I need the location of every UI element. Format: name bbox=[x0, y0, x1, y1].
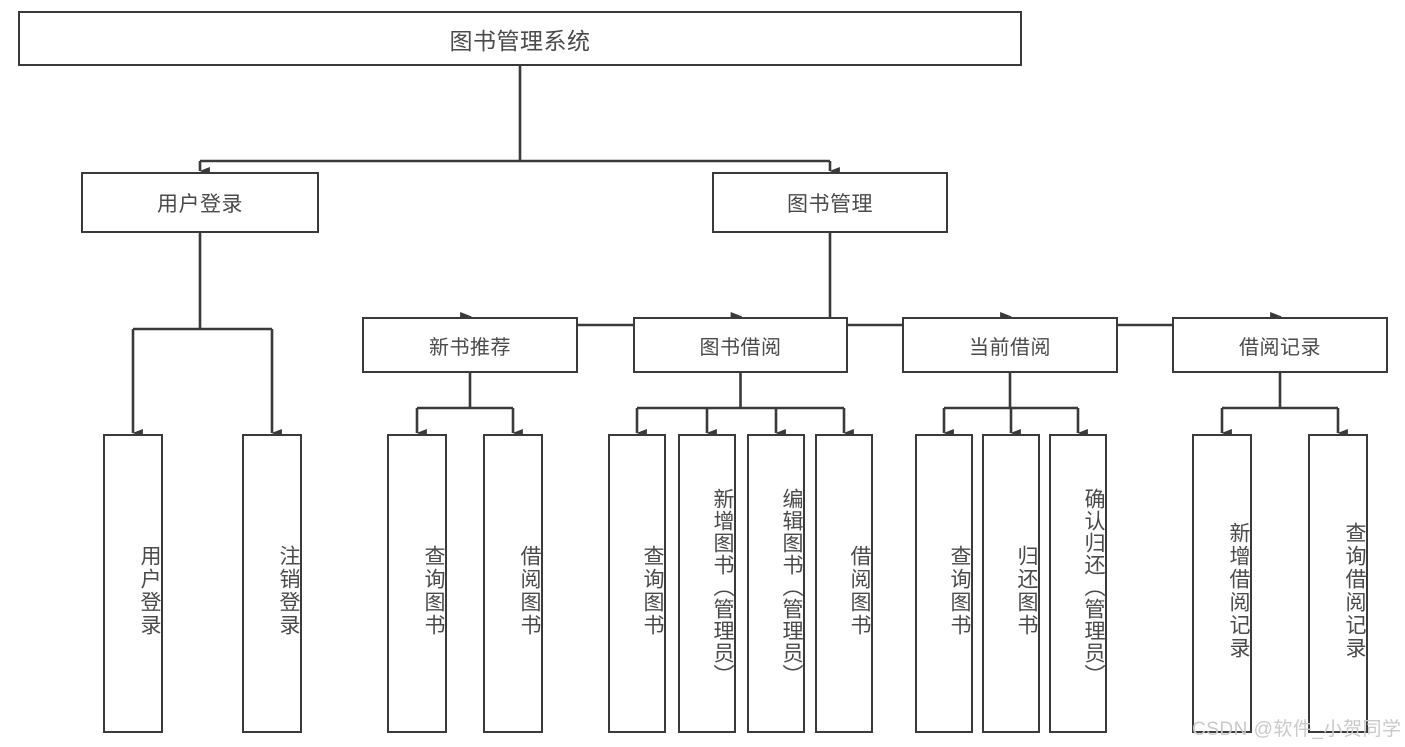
node-label: 确认归还（管理员） bbox=[1082, 487, 1105, 686]
node-leaf-add-rec[interactable]: 新增借阅记录 bbox=[1192, 434, 1252, 733]
node-label: 借阅图书 bbox=[518, 544, 541, 637]
node-label: 查询图书 bbox=[422, 544, 445, 637]
node-label: 新书推荐 bbox=[429, 336, 511, 359]
node-label: 查询图书 bbox=[948, 544, 971, 637]
node-label: 图书管理系统 bbox=[449, 27, 591, 54]
node-label: 当前借阅 bbox=[969, 336, 1051, 359]
node-newrec[interactable]: 新书推荐 bbox=[362, 317, 578, 373]
node-leaf-q-cur[interactable]: 查询图书 bbox=[915, 434, 973, 733]
node-leaf-edit-book[interactable]: 编辑图书（管理员） bbox=[747, 434, 805, 733]
node-label: 查询图书 bbox=[641, 544, 664, 637]
node-leaf-login[interactable]: 用户登录 bbox=[103, 434, 163, 733]
node-label: 图书管理 bbox=[787, 192, 873, 216]
node-leaf-confirm[interactable]: 确认归还（管理员） bbox=[1049, 434, 1107, 733]
node-label: 用户登录 bbox=[138, 544, 161, 637]
node-label: 归还图书 bbox=[1015, 544, 1038, 637]
node-current[interactable]: 当前借阅 bbox=[902, 317, 1118, 373]
node-leaf-q-new[interactable]: 查询图书 bbox=[387, 434, 447, 733]
node-label: 借阅图书 bbox=[848, 544, 871, 637]
node-leaf-b-new[interactable]: 借阅图书 bbox=[483, 434, 543, 733]
node-leaf-borrow[interactable]: 借阅图书 bbox=[815, 434, 873, 733]
node-login[interactable]: 用户登录 bbox=[81, 172, 319, 233]
node-root[interactable]: 图书管理系统 bbox=[18, 11, 1022, 66]
csdn-watermark: CSDN @软件_小贺同学 bbox=[1192, 719, 1402, 740]
node-label: 新增借阅记录 bbox=[1227, 521, 1250, 660]
node-label: 查询借阅记录 bbox=[1343, 521, 1366, 660]
node-leaf-q-book[interactable]: 查询图书 bbox=[608, 434, 666, 733]
node-label: 用户登录 bbox=[157, 192, 243, 216]
node-label: 借阅记录 bbox=[1239, 336, 1321, 359]
node-bookmgmt[interactable]: 图书管理 bbox=[712, 172, 948, 233]
node-records[interactable]: 借阅记录 bbox=[1172, 317, 1388, 373]
node-borrow[interactable]: 图书借阅 bbox=[633, 317, 848, 373]
node-label: 编辑图书（管理员） bbox=[780, 487, 803, 686]
node-label: 新增图书（管理员） bbox=[711, 487, 734, 686]
node-label: 注销登录 bbox=[277, 544, 300, 637]
node-label: 图书借阅 bbox=[699, 336, 782, 359]
node-leaf-return[interactable]: 归还图书 bbox=[982, 434, 1040, 733]
node-leaf-q-rec[interactable]: 查询借阅记录 bbox=[1308, 434, 1368, 733]
node-leaf-logout[interactable]: 注销登录 bbox=[242, 434, 302, 733]
node-leaf-add-book[interactable]: 新增图书（管理员） bbox=[678, 434, 736, 733]
